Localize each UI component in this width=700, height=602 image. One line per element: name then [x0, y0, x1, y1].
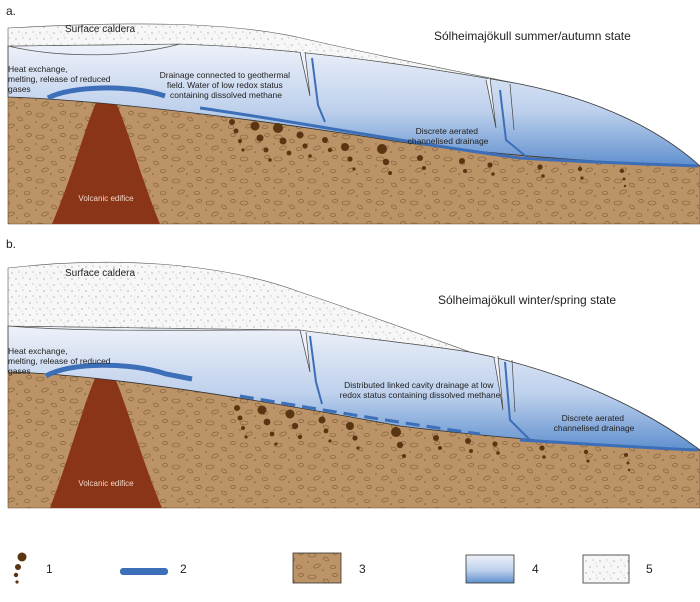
legend-label-5: 5 [646, 562, 653, 576]
panel-winter-spring: b. [6, 237, 700, 509]
label-volcanic-edifice: Volcanic edifice [78, 479, 134, 488]
legend-symbol-drainage [120, 568, 168, 575]
boulder-cluster [234, 405, 631, 472]
caldera-depression [7, 43, 181, 56]
label-surface-caldera: Surface caldera [65, 24, 135, 35]
drainage-cavity-dashed [239, 394, 481, 436]
panel-title: Sólheimajökull winter/spring state [438, 293, 616, 307]
crevasse [299, 329, 311, 373]
legend: 1 2 3 4 5 [13, 552, 653, 584]
label-surface-caldera: Surface caldera [65, 268, 135, 279]
panel-letter: a. [6, 4, 16, 18]
caldera-depression [7, 325, 301, 331]
legend-label-4: 4 [532, 562, 539, 576]
drainage-channel [519, 438, 699, 452]
drainage-geothermal [44, 362, 193, 382]
panel-summer-autumn: a. [6, 4, 700, 225]
legend-symbol-boulders [13, 552, 27, 584]
label-volcanic-edifice: Volcanic edifice [78, 194, 134, 203]
panel-title: Sólheimajökull summer/autumn state [434, 29, 631, 43]
moulin [311, 57, 326, 123]
legend-label-2: 2 [180, 562, 187, 576]
crevasse [509, 83, 515, 131]
legend-symbol-sediment [292, 552, 342, 584]
label-heat-exchange: Heat exchange, melting, release of reduc… [8, 64, 113, 94]
crevasse [299, 51, 311, 97]
label-discrete-drainage: Discrete aerated channelised drainage [408, 126, 489, 146]
panel-letter: b. [6, 237, 16, 251]
crevasse [493, 355, 504, 411]
legend-symbol-snow [582, 554, 630, 584]
legend-symbol-ice [465, 554, 515, 584]
volcanic-edifice [52, 95, 160, 224]
snow-layer [7, 23, 521, 85]
moulin [504, 361, 531, 441]
drainage-channel [199, 106, 699, 168]
legend-label-3: 3 [359, 562, 366, 576]
snow-layer [7, 261, 471, 353]
label-heat-exchange: Heat exchange, melting, release of reduc… [8, 346, 113, 376]
boulder-cluster [229, 119, 627, 188]
moulin [309, 335, 323, 405]
label-discrete-drainage: Discrete aerated channelised drainage [554, 413, 635, 433]
volcanic-edifice [50, 372, 162, 508]
legend-label-1: 1 [46, 562, 53, 576]
label-geothermal-drainage: Drainage connected to geothermal field. … [160, 70, 293, 100]
drainage-geothermal [46, 85, 166, 101]
crevasse [511, 359, 516, 413]
moulin [499, 89, 529, 159]
label-cavity-drainage: Distributed linked cavity drainage at lo… [340, 380, 501, 400]
crevasse [485, 77, 497, 129]
